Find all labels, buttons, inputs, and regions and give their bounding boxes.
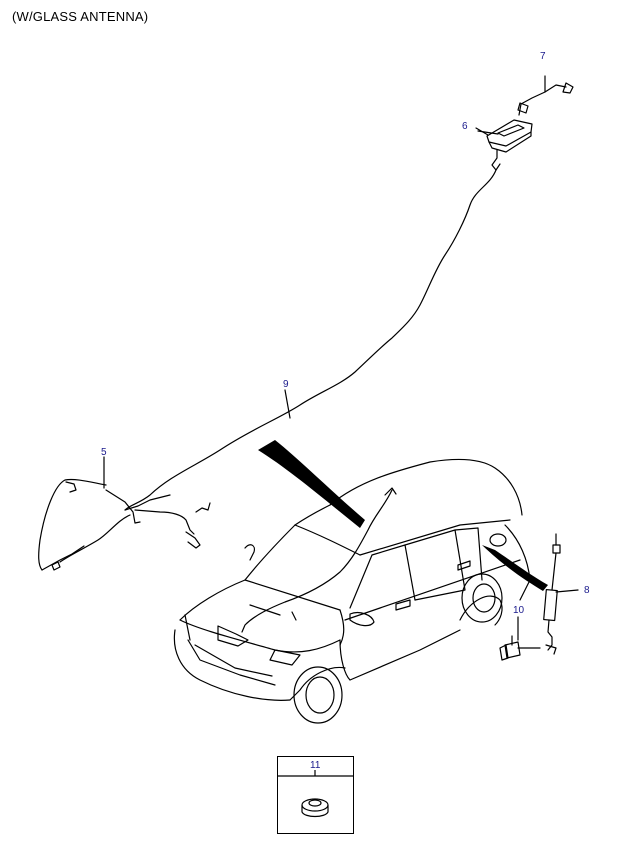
- part-8-antenna-rod: [543, 533, 579, 655]
- callout-8: 8: [584, 585, 590, 596]
- part-10-bolt: [499, 616, 541, 661]
- callout-10: 10: [513, 605, 525, 616]
- callout-5: 5: [101, 447, 107, 458]
- car-sedan: [173, 458, 531, 724]
- location-arrow-rear: [482, 545, 548, 591]
- callout-6: 6: [462, 121, 468, 132]
- location-arrow-roof: [258, 440, 365, 528]
- internal-antenna-route: [241, 489, 393, 633]
- callout-7: 7: [540, 51, 546, 62]
- part-9-cable: [124, 169, 497, 511]
- part-5-feeder-cable: [38, 456, 211, 571]
- part-11-box: [277, 756, 354, 834]
- callout-11: 11: [310, 760, 321, 771]
- part-7-lead: [517, 75, 574, 116]
- callout-9: 9: [283, 379, 289, 390]
- page-title: (W/GLASS ANTENNA): [12, 9, 149, 24]
